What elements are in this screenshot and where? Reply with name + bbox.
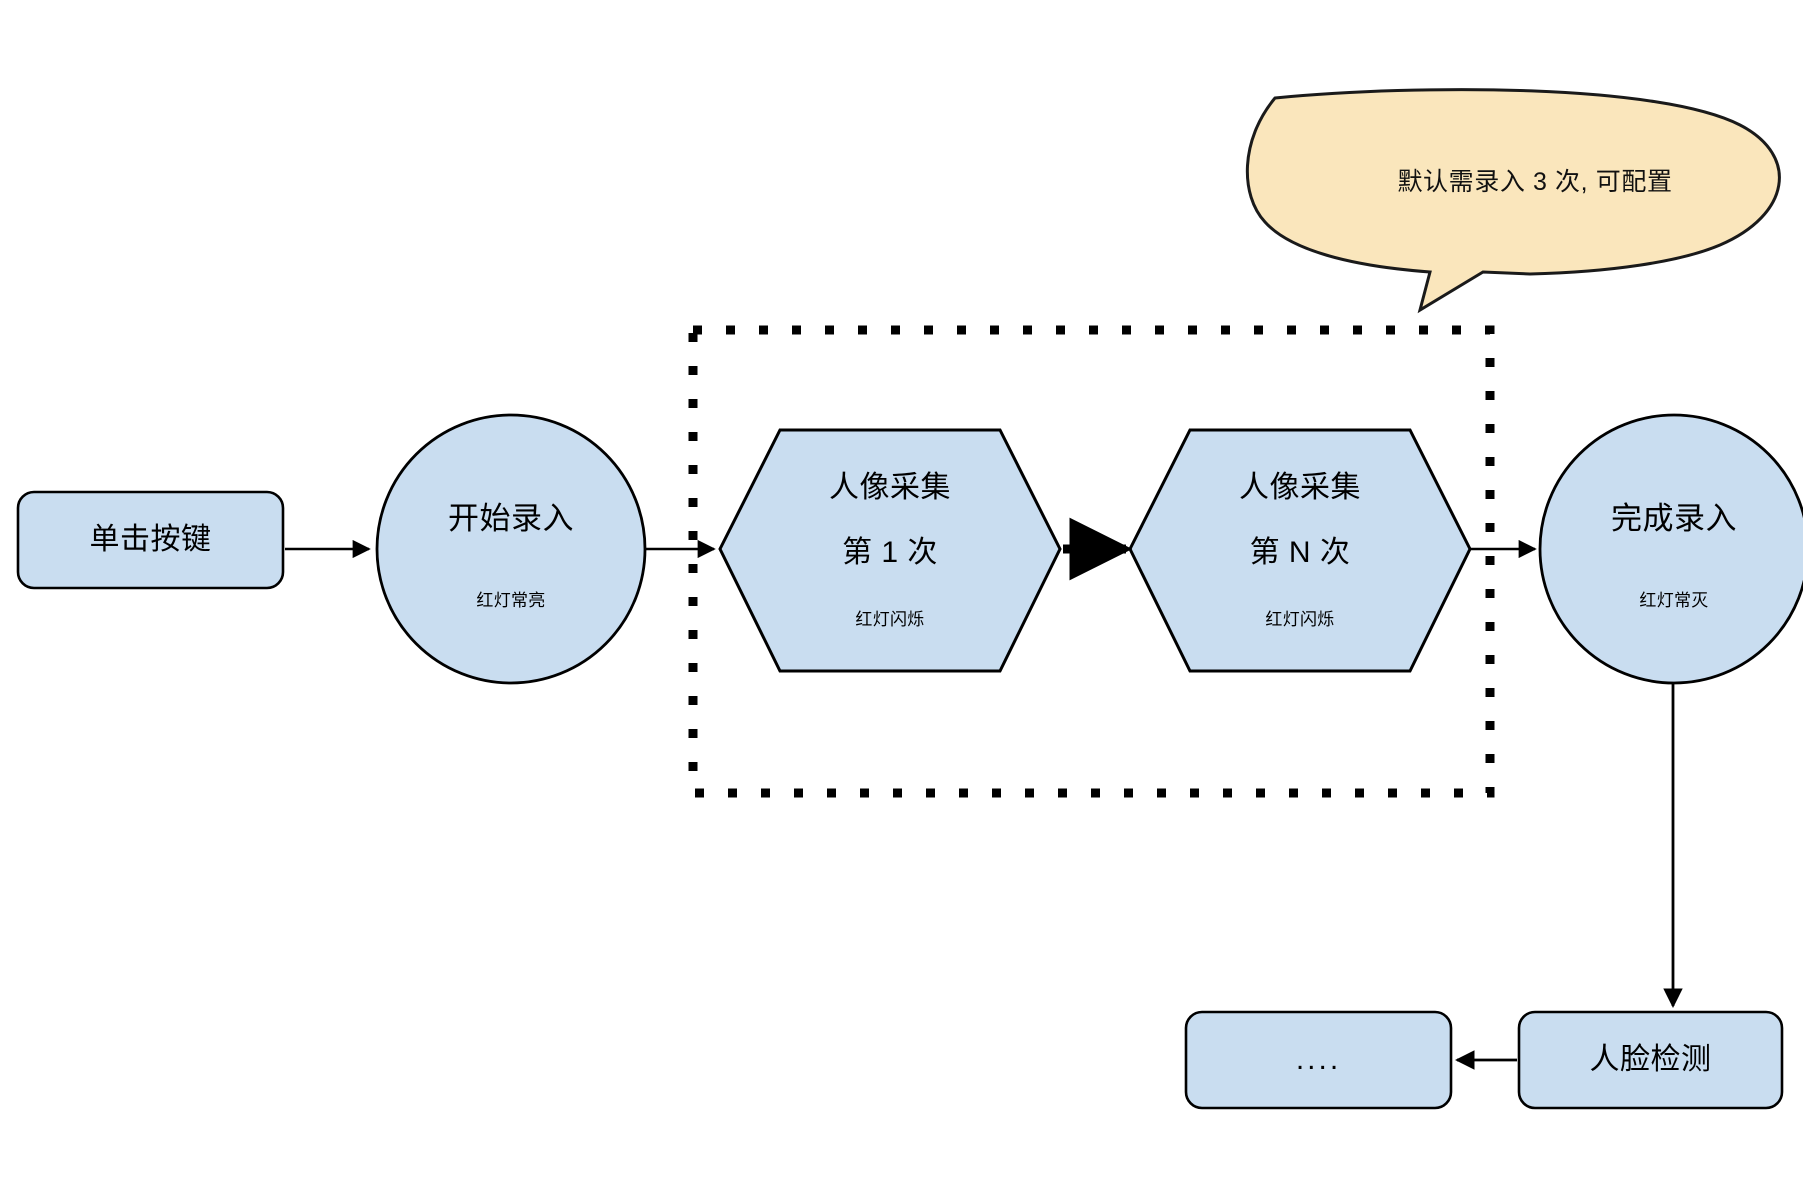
node-more-shape[interactable]	[1184, 1010, 1453, 1110]
node-click-key-shape[interactable]	[16, 490, 285, 590]
node-finish-enroll-shape[interactable]	[1538, 413, 1803, 685]
node-capture-nth-shape[interactable]	[1128, 428, 1472, 673]
node-start-enroll-shape[interactable]	[375, 413, 647, 685]
capture-loop-group-border	[688, 325, 1495, 798]
callout-bubble-shape[interactable]	[1245, 88, 1781, 314]
node-face-detect-shape[interactable]	[1517, 1010, 1784, 1110]
node-capture-first-shape[interactable]	[718, 428, 1062, 673]
